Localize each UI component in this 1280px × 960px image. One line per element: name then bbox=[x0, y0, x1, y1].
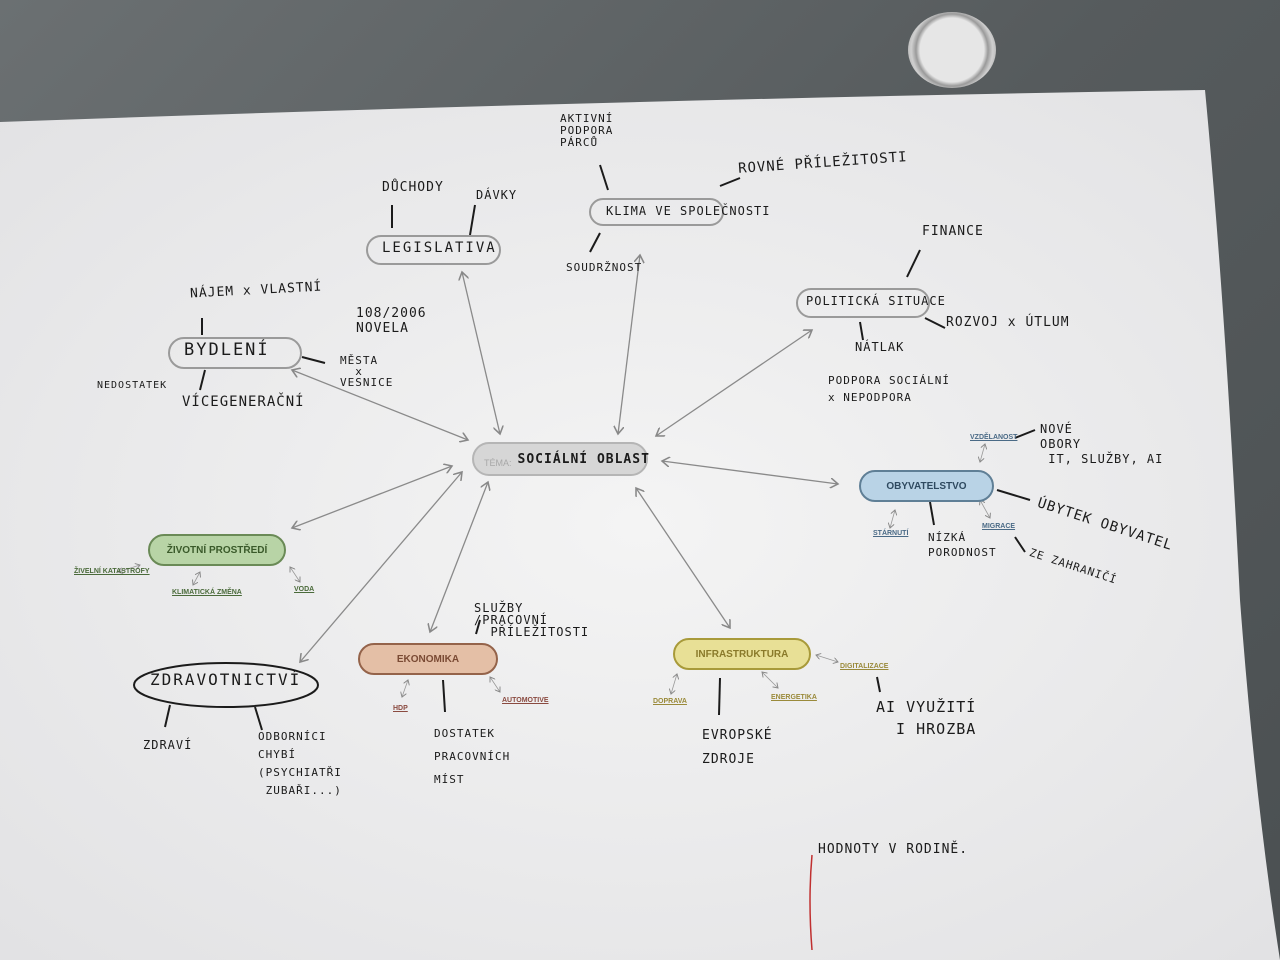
hand-legislativa: LEGISLATIVA bbox=[382, 240, 497, 256]
cable-grommet bbox=[908, 12, 996, 88]
arrow-obyvatelstvo bbox=[662, 461, 838, 484]
sub-voda: VODA bbox=[294, 586, 315, 593]
sub-zivelni: ŽIVELNÍ KATASTROFY bbox=[74, 568, 150, 575]
center-value: SOCIÁLNÍ OBLAST bbox=[517, 451, 650, 467]
node-infrastruktura: INFRASTRUKTURA bbox=[673, 638, 811, 670]
hand-davky: DÁVKY bbox=[476, 188, 518, 202]
arrow-politicka bbox=[656, 330, 812, 436]
sub-energetika: ENERGETIKA bbox=[771, 694, 817, 701]
arrow-infrastruktura bbox=[636, 488, 730, 628]
hand-dostatek: DOSTATEK PRACOVNÍCH MÍST bbox=[434, 727, 511, 786]
hand-nedostatek: NEDOSTATEK bbox=[97, 380, 168, 391]
zdravotnictvi-ellipse bbox=[133, 662, 319, 708]
node-klima bbox=[589, 198, 724, 226]
hand-hodnoty: HODNOTY V RODINĚ. bbox=[818, 842, 969, 857]
center-node: TÉMA: SOCIÁLNÍ OBLAST bbox=[472, 442, 650, 476]
hand-zdravotnictvi: ZDRAVOTNICTVÍ bbox=[150, 670, 302, 689]
hand-duchody: DŮCHODY bbox=[382, 180, 444, 195]
hand-ai: AI VYUŽITÍ I HROZBA bbox=[876, 698, 977, 738]
node-obyvatelstvo: OBYVATELSTVO bbox=[859, 470, 994, 502]
hand-novela: 108/2006 NOVELA bbox=[356, 306, 427, 336]
sub-automotive: AUTOMOTIVE bbox=[502, 697, 549, 704]
hand-klima: KLIMA VE SPOLEČNOSTI bbox=[606, 204, 771, 218]
arrow-bydleni bbox=[292, 370, 468, 440]
hand-vicegeneracni: VÍCEGENERAČNÍ bbox=[182, 394, 305, 410]
sub-doprava: DOPRAVA bbox=[653, 698, 687, 705]
hand-odbornici: ODBORNÍCI CHYBÍ (PSYCHIATŘI ZUBAŘI...) bbox=[258, 730, 342, 797]
arrow-ekonomika bbox=[430, 482, 488, 632]
hand-sluzby: SLUŽBY /PRACOVNÍ PŘÍLEŽITOSTI bbox=[474, 601, 590, 639]
hand-evropske: EVROPSKÉ ZDROJE bbox=[702, 728, 773, 767]
arrow-legislativa bbox=[462, 272, 500, 434]
hand-finance: FINANCE bbox=[922, 224, 984, 239]
arrow-klima bbox=[618, 255, 640, 434]
hand-porodnost: NÍZKÁ PORODNOST bbox=[928, 531, 997, 559]
hand-zdravi: ZDRAVÍ bbox=[143, 738, 193, 752]
hand-soudrznost: SOUDRŽNOST bbox=[566, 261, 643, 274]
sub-vzdelanost: VZDĚLANOST bbox=[970, 434, 1018, 441]
node-legislativa bbox=[366, 235, 501, 265]
node-bydleni bbox=[168, 337, 302, 369]
hand-podpora: PODPORA SOCIÁLNÍ x NEPODPORA bbox=[828, 374, 950, 404]
hand-bydleni: BYDLENÍ bbox=[184, 340, 270, 360]
hand-politicka: POLITICKÁ SITUACE bbox=[806, 294, 946, 308]
center-label: TÉMA: bbox=[484, 458, 512, 468]
node-politicka bbox=[796, 288, 930, 318]
hand-nove-obory: NOVÉ OBORY IT, SLUŽBY, AI bbox=[1040, 422, 1164, 466]
sub-klimaticka: KLIMATICKÁ ZMĚNA bbox=[172, 589, 242, 596]
node-ekonomika: EKONOMIKA bbox=[358, 643, 498, 675]
hand-natlak: NÁTLAK bbox=[855, 340, 905, 354]
sub-migrace: MIGRACE bbox=[982, 523, 1016, 530]
sub-hdp: HDP bbox=[393, 705, 408, 712]
node-zivotni-prostredi: ŽIVOTNÍ PROSTŘEDÍ bbox=[148, 534, 286, 566]
sub-starnuti: STÁRNUTÍ bbox=[873, 530, 909, 537]
hand-aktivni: AKTIVNÍ PODPORA PÁRCŮ bbox=[560, 112, 614, 149]
sub-digitalizace: DIGITALIZACE bbox=[840, 663, 889, 670]
hand-rozvoj: ROZVOJ x ÚTLUM bbox=[946, 315, 1070, 330]
hand-mesta: MĚSTA x VESNICE bbox=[340, 354, 394, 389]
